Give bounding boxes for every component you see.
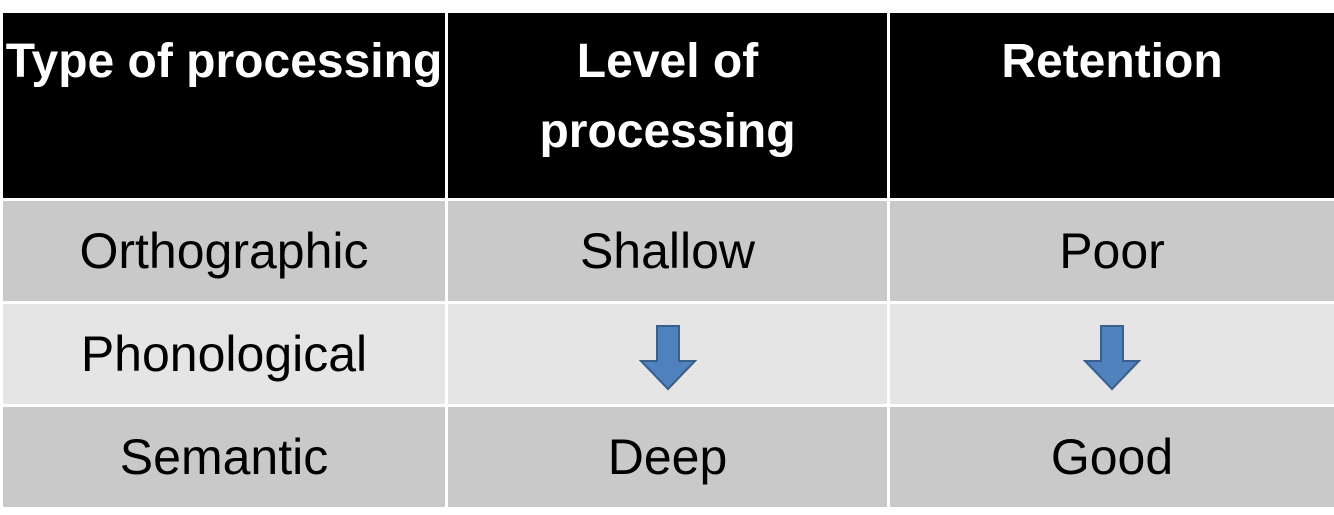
header-level-of-processing: Level of processing: [445, 10, 890, 201]
down-arrow-icon: [638, 325, 697, 391]
cell-level: Deep: [445, 404, 890, 510]
cell-retention: Good: [887, 404, 1334, 510]
table-row: Semantic Deep Good: [0, 404, 1334, 510]
cell-retention: [887, 301, 1334, 407]
cell-level: [445, 301, 890, 407]
cell-type: Orthographic: [0, 198, 448, 304]
header-type-of-processing: Type of processing: [0, 10, 448, 201]
cell-type: Semantic: [0, 404, 448, 510]
cell-type: Phonological: [0, 301, 448, 407]
processing-table: Type of processing Level of processing R…: [0, 10, 1334, 510]
table-row: Orthographic Shallow Poor: [0, 198, 1334, 304]
header-row: Type of processing Level of processing R…: [0, 10, 1334, 201]
table-row: Phonological: [0, 301, 1334, 407]
down-arrow-icon: [1083, 325, 1141, 391]
cell-retention: Poor: [887, 198, 1334, 304]
cell-level: Shallow: [445, 198, 890, 304]
header-retention: Retention: [887, 10, 1334, 201]
